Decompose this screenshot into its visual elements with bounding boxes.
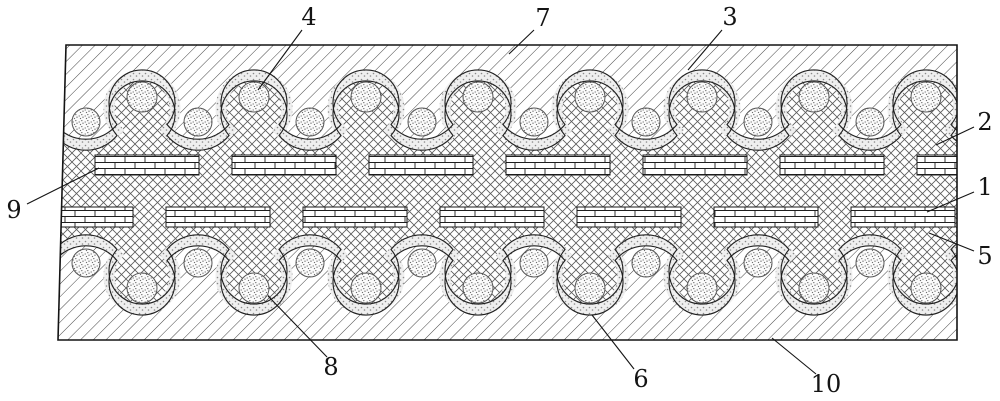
particle-circle bbox=[855, 107, 885, 137]
ref-label-4: 4 bbox=[301, 3, 316, 31]
strip-segment bbox=[576, 206, 682, 228]
ref-label-10: 10 bbox=[811, 370, 842, 398]
ref-label-6: 6 bbox=[633, 365, 648, 393]
ref-label-1: 1 bbox=[977, 173, 992, 201]
particle-circle bbox=[686, 81, 718, 113]
particle-circle bbox=[519, 248, 549, 278]
particle-circle bbox=[855, 248, 885, 278]
membrane-top-band bbox=[58, 69, 957, 151]
particle-row-top bbox=[71, 81, 942, 137]
leader-line-7 bbox=[508, 29, 535, 55]
strip-row-lower bbox=[59, 206, 956, 228]
particle-circle bbox=[183, 107, 213, 137]
leader-line-3 bbox=[687, 29, 723, 71]
ref-label-8: 8 bbox=[323, 353, 338, 381]
particle-circle bbox=[910, 81, 942, 113]
strip-segment bbox=[850, 206, 956, 228]
strip-segment bbox=[916, 154, 957, 176]
slab-body bbox=[58, 45, 957, 340]
particle-circle bbox=[126, 272, 158, 304]
strip-segment bbox=[231, 154, 337, 176]
particle-circle bbox=[238, 272, 270, 304]
membrane-bottom-lower-edge bbox=[58, 245, 957, 316]
particle-row-bottom bbox=[71, 248, 942, 304]
particle-circle bbox=[574, 272, 606, 304]
ref-label-2: 2 bbox=[977, 108, 992, 136]
ref-label-9: 9 bbox=[6, 196, 21, 224]
ref-label-7: 7 bbox=[535, 4, 550, 32]
membrane-bottom bbox=[58, 234, 957, 316]
particle-circle bbox=[462, 81, 494, 113]
particle-circle bbox=[743, 248, 773, 278]
strip-segment bbox=[94, 154, 200, 176]
leader-line-2 bbox=[935, 126, 975, 146]
particle-circle bbox=[462, 272, 494, 304]
strip-segment bbox=[642, 154, 748, 176]
particle-circle bbox=[631, 107, 661, 137]
particle-circle bbox=[631, 248, 661, 278]
leader-line-1 bbox=[926, 191, 975, 213]
leader-lines bbox=[26, 29, 975, 375]
particle-circle bbox=[743, 107, 773, 137]
particle-circle bbox=[798, 81, 830, 113]
particle-circle bbox=[574, 81, 606, 113]
leader-line-4 bbox=[257, 29, 303, 91]
membrane-top-upper-edge bbox=[58, 69, 957, 140]
strip-segment bbox=[302, 206, 408, 228]
leader-line-6 bbox=[591, 314, 635, 370]
membrane-top-lower-edge bbox=[58, 80, 957, 151]
particle-circle bbox=[910, 272, 942, 304]
particle-circle bbox=[295, 107, 325, 137]
particle-circle bbox=[71, 248, 101, 278]
membrane-bottom-band bbox=[58, 234, 957, 316]
strip-segment bbox=[165, 206, 271, 228]
slab-outline bbox=[57, 44, 958, 341]
strip-segment bbox=[368, 154, 474, 176]
strip-segment bbox=[439, 206, 545, 228]
ref-label-3: 3 bbox=[722, 3, 737, 31]
particle-circle bbox=[183, 248, 213, 278]
leader-line-10 bbox=[771, 337, 817, 375]
leader-line-8 bbox=[267, 295, 328, 358]
strip-segment bbox=[505, 154, 611, 176]
reference-numerals: 4 7 3 2 1 5 9 8 6 10 bbox=[6, 3, 992, 398]
particle-circle bbox=[350, 81, 382, 113]
strip-segment bbox=[713, 206, 819, 228]
particle-circle bbox=[238, 81, 270, 113]
particle-circle bbox=[519, 107, 549, 137]
strip-segment bbox=[59, 206, 134, 228]
leader-line-9 bbox=[26, 167, 100, 205]
strip-segment bbox=[779, 154, 885, 176]
particle-circle bbox=[407, 107, 437, 137]
particle-circle bbox=[407, 248, 437, 278]
particle-circle bbox=[798, 272, 830, 304]
particle-circle bbox=[126, 81, 158, 113]
leader-line-5 bbox=[928, 232, 975, 252]
membrane-top bbox=[58, 69, 957, 151]
particle-circle bbox=[71, 107, 101, 137]
particle-circle bbox=[350, 272, 382, 304]
strip-row-upper bbox=[94, 154, 957, 176]
particle-circle bbox=[295, 248, 325, 278]
ref-label-5: 5 bbox=[977, 242, 992, 270]
particle-circle bbox=[686, 272, 718, 304]
membrane-bottom-upper-edge bbox=[58, 234, 957, 305]
